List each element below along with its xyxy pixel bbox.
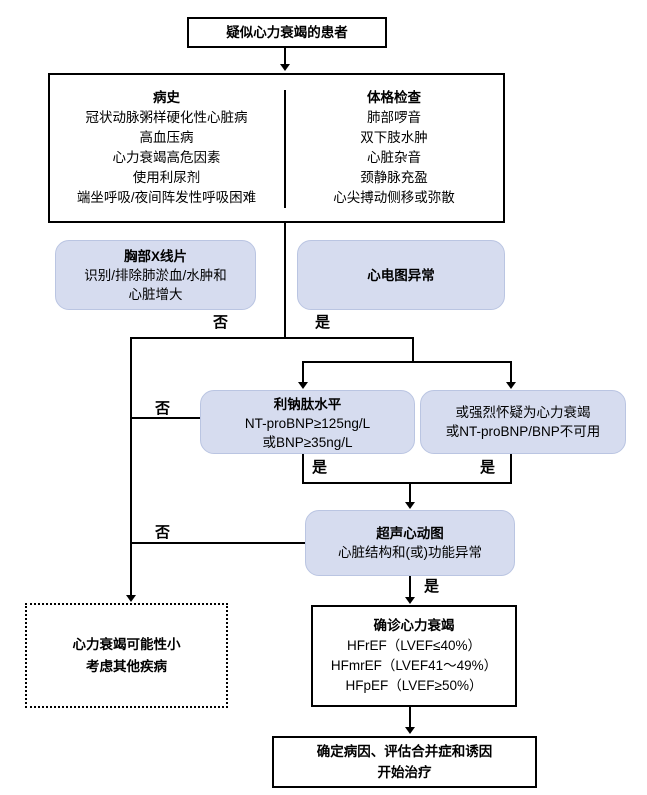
node-treatment: 确定病因、评估合并症和诱因 开始治疗 [272,736,537,788]
treatment-line: 开始治疗 [377,765,432,780]
confirm-line: HFrEF（LVEF≤40%） [347,638,481,653]
branch-label-yes-2: 是 [312,459,328,476]
unlikely-line: 心力衰竭可能性小 [72,636,181,652]
connector-to-echo [409,482,411,503]
node-hf-confirmed: 确诊心力衰竭 HFrEF（LVEF≤40%） HFmrEF（LVEF41～49%… [311,605,517,707]
arrowhead-down-icon [405,502,415,509]
connector-confirm-to-treatment [409,707,411,728]
connector-merge-rail [302,482,512,484]
node-suspected-patient: 疑似心力衰竭的患者 [187,17,387,48]
connector-yes-rail [302,361,512,363]
assessment-column-divider [284,90,286,208]
node-assessment [48,73,505,223]
branch-label-yes-3: 是 [480,459,496,476]
treatment-line: 确定病因、评估合并症和诱因 [316,744,493,759]
natriuretic-line: NT-proBNP≥125ng/L [244,416,371,431]
branch-label-no-2: 否 [155,400,171,417]
arrowhead-down-icon [298,382,308,389]
exam-item: 心尖搏动侧移或弥散 [333,190,455,205]
connector-natriuretic-down [302,454,304,483]
exam-item: 心脏杂音 [367,150,421,165]
confirm-line: HFpEF（LVEF≥50%） [345,678,483,693]
node-chest-xray: 胸部X线片 识别/排除肺淤血/水肿和 心脏增大 [55,240,256,310]
exam-header: 体格检查 [367,90,421,105]
history-item: 高血压病 [139,130,194,145]
confirm-line: HFmrEF（LVEF41～49%） [330,658,498,673]
node-ecg-abnormal: 心电图异常 [297,240,505,310]
branch-label-no-3: 否 [155,524,171,541]
connector-no-echo [130,542,305,544]
arrowhead-down-icon [280,64,290,71]
history-item: 心力衰竭高危因素 [112,150,221,165]
arrowhead-down-icon [405,597,415,604]
exam-column: 体格检查 肺部啰音 双下肢水肿 心脏杂音 颈静脉充盈 心尖搏动侧移或弥散 [285,88,503,208]
history-column: 病史 冠状动脉粥样硬化性心脏病 高血压病 心力衰竭高危因素 使用利尿剂 端坐呼吸… [50,88,283,208]
connector-top-to-assessment [284,48,286,65]
node-suspected-patient-label: 疑似心力衰竭的患者 [226,25,348,40]
node-natriuretic-peptide: 利钠肽水平 NT-proBNP≥125ng/L 或BNP≥35ng/L [200,390,415,454]
connector-no-natriuretic [130,417,200,419]
connector-no-rail [130,337,132,596]
ecg-title: 心电图异常 [367,267,435,283]
node-echocardiogram: 超声心动图 心脏结构和(或)功能异常 [305,510,515,576]
chest-xray-line: 识别/排除肺淤血/水肿和 [84,268,227,283]
unlikely-line: 考虑其他疾病 [86,658,167,674]
connector-yes-drop [412,337,414,362]
history-item: 端坐呼吸/夜间阵发性呼吸困难 [76,190,257,205]
exam-item: 肺部啰音 [367,110,421,125]
chest-xray-title: 胸部X线片 [123,249,187,264]
branch-label-yes-4: 是 [424,578,440,595]
exam-item: 双下肢水肿 [360,130,428,145]
suspicion-line: 或强烈怀疑为心力衰竭 [455,405,591,420]
connector-suspicion-down [510,454,512,483]
exam-item: 颈静脉充盈 [360,170,428,185]
connector-branch-rail [130,337,413,339]
node-strong-suspicion: 或强烈怀疑为心力衰竭 或NT-proBNP/BNP不可用 [420,390,626,454]
arrowhead-down-icon [126,595,136,602]
connector-assessment-spine [284,223,286,338]
node-hf-unlikely: 心力衰竭可能性小 考虑其他疾病 [25,603,228,708]
natriuretic-line: 或BNP≥35ng/L [262,435,353,450]
branch-label-no-1: 否 [213,314,229,331]
arrowhead-down-icon [506,382,516,389]
arrowhead-down-icon [405,727,415,734]
connector-to-natriuretic [302,361,304,383]
connector-to-suspicion [510,361,512,383]
branch-label-yes-1: 是 [315,314,331,331]
history-item: 冠状动脉粥样硬化性心脏病 [85,110,248,125]
history-header: 病史 [153,90,180,105]
confirm-title: 确诊心力衰竭 [373,618,455,633]
natriuretic-title: 利钠肽水平 [273,397,342,412]
history-item: 使用利尿剂 [132,170,201,185]
chest-xray-line: 心脏增大 [128,287,183,302]
suspicion-line: 或NT-proBNP/BNP不可用 [445,424,601,439]
echo-title: 超声心动图 [376,526,444,541]
connector-echo-to-confirm [409,576,411,598]
echo-line: 心脏结构和(或)功能异常 [338,545,482,560]
